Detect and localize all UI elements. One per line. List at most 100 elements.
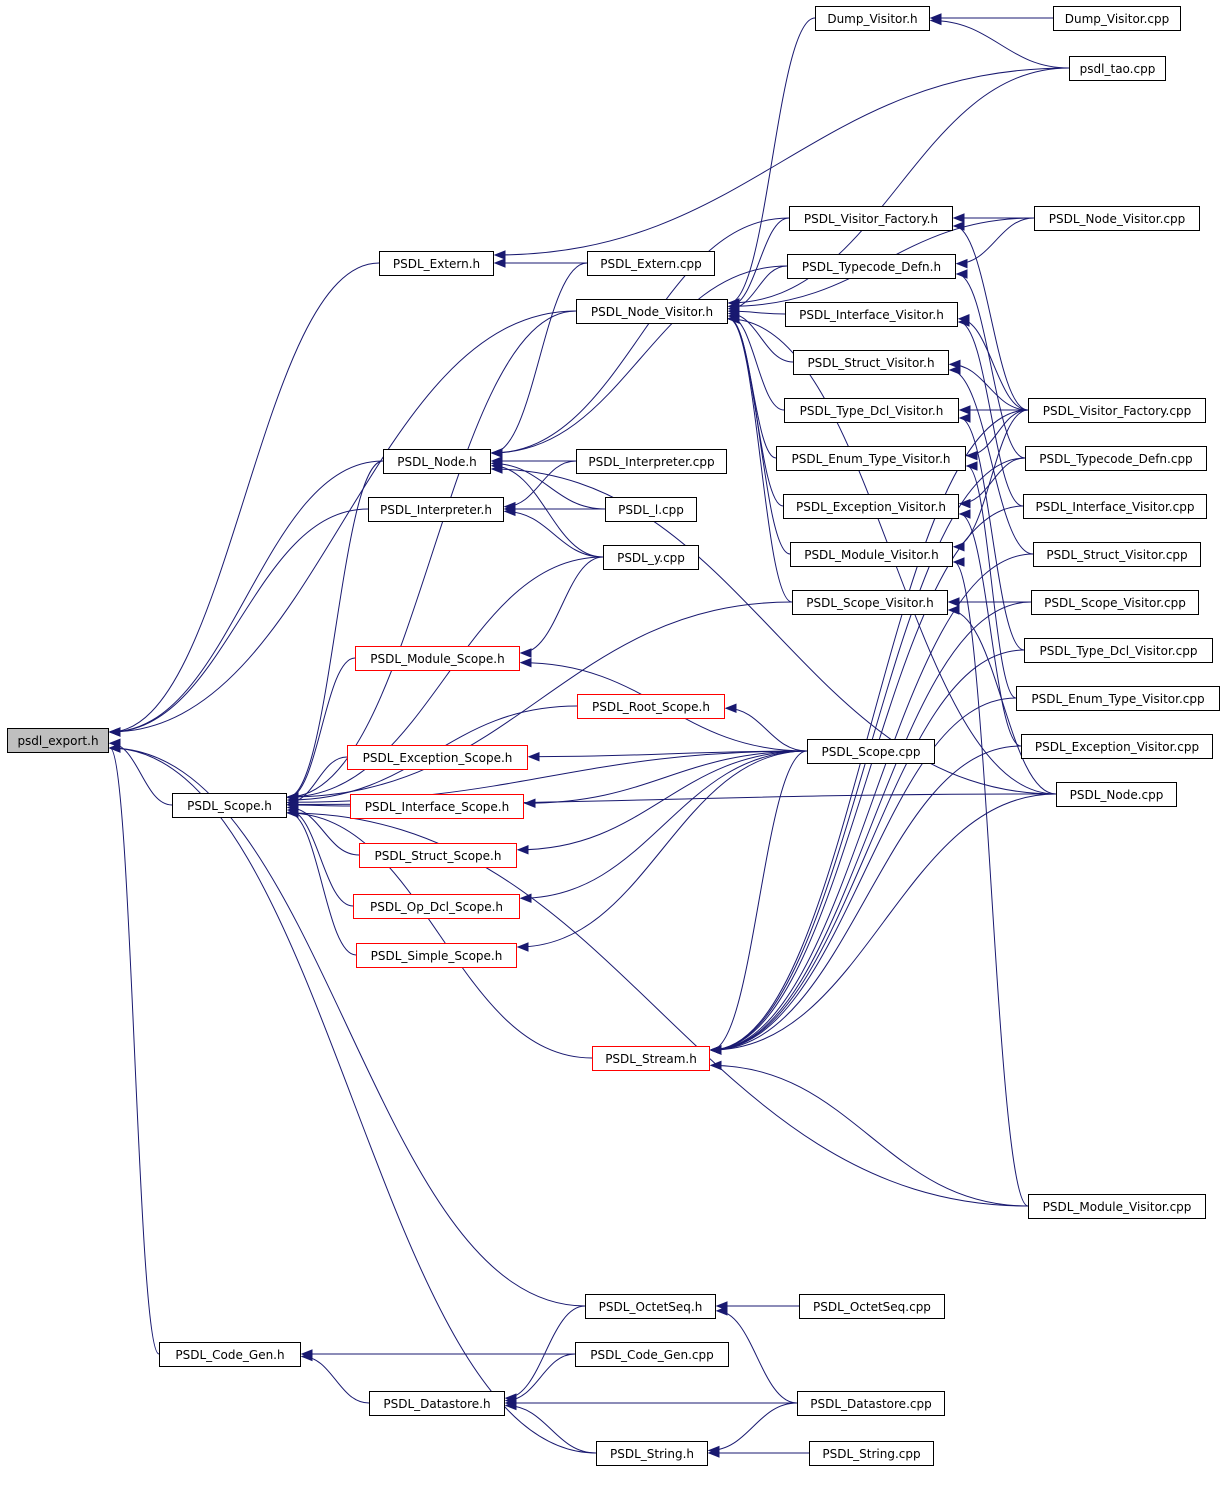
node-psdl-node-visitor-cpp[interactable]: PSDL_Node_Visitor.cpp	[1034, 206, 1200, 231]
node-label: psdl_export.h	[17, 734, 98, 748]
edge-psdl-exception-visitor-cpp-to-psdl-stream-h	[710, 745, 1022, 1051]
node-label: PSDL_OctetSeq.h	[599, 1300, 703, 1314]
node-box	[1028, 1194, 1206, 1219]
node-label: Dump_Visitor.h	[827, 12, 917, 26]
node-box	[353, 894, 520, 919]
node-label: PSDL_Typecode_Defn.h	[802, 260, 941, 274]
node-psdl-exception-visitor-cpp[interactable]: PSDL_Exception_Visitor.cpp	[1021, 734, 1213, 759]
node-dump-visitor-cpp[interactable]: Dump_Visitor.cpp	[1053, 6, 1181, 31]
node-box	[359, 843, 517, 868]
node-psdl-node-h[interactable]: PSDL_Node.h	[383, 449, 491, 474]
node-box	[1056, 782, 1177, 807]
node-psdl-node-visitor-h[interactable]: PSDL_Node_Visitor.h	[576, 299, 728, 324]
edge-psdl-type-dcl-visitor-cpp-to-psdl-stream-h	[710, 649, 1025, 1051]
node-box	[1016, 686, 1220, 711]
node-psdl-module-visitor-h[interactable]: PSDL_Module_Visitor.h	[790, 542, 953, 567]
node-label: PSDL_Struct_Visitor.cpp	[1046, 548, 1187, 562]
node-label: psdl_tao.cpp	[1080, 62, 1156, 76]
node-label: PSDL_OctetSeq.cpp	[813, 1300, 931, 1314]
arrowhead	[519, 893, 532, 903]
node-psdl-type-dcl-visitor-cpp[interactable]: PSDL_Type_Dcl_Visitor.cpp	[1024, 638, 1213, 663]
node-psdl-module-visitor-cpp[interactable]: PSDL_Module_Visitor.cpp	[1028, 1194, 1206, 1219]
node-label: PSDL_Datastore.cpp	[810, 1397, 931, 1411]
node-box	[596, 1441, 708, 1466]
node-label: PSDL_Interpreter.h	[380, 503, 492, 517]
node-psdl-exception-scope-h[interactable]: PSDL_Exception_Scope.h	[347, 745, 528, 770]
node-psdl-simple-scope-h[interactable]: PSDL_Simple_Scope.h	[356, 943, 517, 968]
node-box	[783, 494, 959, 519]
node-label: PSDL_Enum_Type_Visitor.h	[792, 452, 951, 466]
arrowhead	[965, 450, 978, 461]
edge-psdl-exception-visitor-cpp-to-psdl-exception-visitor-h	[959, 513, 1022, 747]
node-label: PSDL_Stream.h	[605, 1052, 697, 1066]
edge-psdl-datastore-cpp-to-psdl-string-h	[708, 1402, 798, 1451]
node-psdl-exception-visitor-h[interactable]: PSDL_Exception_Visitor.h	[783, 494, 959, 519]
node-psdl-typecode-defn-cpp[interactable]: PSDL_Typecode_Defn.cpp	[1025, 446, 1207, 471]
edge-psdl-y-cpp-to-psdl-interpreter-h	[504, 510, 604, 558]
arrowhead	[947, 605, 960, 615]
node-psdl-datastore-cpp[interactable]: PSDL_Datastore.cpp	[797, 1391, 945, 1416]
edge-psdl-type-dcl-visitor-cpp-to-psdl-type-dcl-visitor-h	[959, 417, 1025, 651]
node-psdl-scope-cpp[interactable]: PSDL_Scope.cpp	[807, 739, 935, 764]
node-psdl-interface-visitor-h[interactable]: PSDL_Interface_Visitor.h	[785, 302, 958, 327]
node-psdl-enum-type-visitor-cpp[interactable]: PSDL_Enum_Type_Visitor.cpp	[1016, 686, 1220, 711]
edge-psdl-module-visitor-cpp-to-psdl-scope-h	[287, 812, 1029, 1207]
node-psdl-string-h[interactable]: PSDL_String.h	[596, 1441, 708, 1466]
node-label: PSDL_Visitor_Factory.h	[804, 212, 938, 226]
node-psdl-interface-scope-h[interactable]: PSDL_Interface_Scope.h	[350, 794, 524, 819]
node-box	[1021, 734, 1213, 759]
arrowhead	[108, 727, 121, 737]
node-label: PSDL_Module_Scope.h	[370, 652, 504, 666]
edge-psdl-tao-cpp-to-psdl-extern-h	[494, 67, 1070, 256]
node-box	[379, 251, 494, 276]
node-psdl-enum-type-visitor-h[interactable]: PSDL_Enum_Type_Visitor.h	[776, 446, 966, 471]
arrowhead	[929, 15, 942, 26]
node-psdl-interface-visitor-cpp[interactable]: PSDL_Interface_Visitor.cpp	[1023, 494, 1207, 519]
node-psdl-tao-cpp[interactable]: psdl_tao.cpp	[1069, 56, 1166, 81]
edge-psdl-node-cpp-to-psdl-scope-visitor-h	[948, 609, 1057, 795]
node-dump-visitor-h[interactable]: Dump_Visitor.h	[815, 6, 930, 31]
edge-psdl-visitor-factory-cpp-to-psdl-stream-h	[710, 409, 1029, 1051]
edge-psdl-enum-type-visitor-cpp-to-psdl-stream-h	[710, 697, 1017, 1051]
node-psdl-octetseq-h[interactable]: PSDL_OctetSeq.h	[585, 1294, 716, 1319]
node-psdl-node-cpp[interactable]: PSDL_Node.cpp	[1056, 782, 1177, 807]
node-box	[809, 1441, 934, 1466]
node-psdl-extern-cpp[interactable]: PSDL_Extern.cpp	[587, 251, 715, 276]
arrowhead	[286, 792, 299, 802]
node-psdl-module-scope-h[interactable]: PSDL_Module_Scope.h	[355, 646, 520, 671]
node-psdl-root-scope-h[interactable]: PSDL_Root_Scope.h	[577, 694, 725, 719]
node-psdl-struct-visitor-cpp[interactable]: PSDL_Struct_Visitor.cpp	[1033, 542, 1201, 567]
node-psdl-interpreter-cpp[interactable]: PSDL_Interpreter.cpp	[576, 449, 727, 474]
node-psdl-y-cpp[interactable]: PSDL_y.cpp	[603, 545, 699, 570]
node-psdl-visitor-factory-cpp[interactable]: PSDL_Visitor_Factory.cpp	[1028, 398, 1206, 423]
node-psdl-type-dcl-visitor-h[interactable]: PSDL_Type_Dcl_Visitor.h	[784, 398, 959, 423]
node-psdl-l-cpp[interactable]: PSDL_l.cpp	[605, 497, 697, 522]
node-psdl-typecode-defn-h[interactable]: PSDL_Typecode_Defn.h	[787, 254, 956, 279]
node-psdl-struct-visitor-h[interactable]: PSDL_Struct_Visitor.h	[793, 350, 949, 375]
node-psdl-octetseq-cpp[interactable]: PSDL_OctetSeq.cpp	[799, 1294, 945, 1319]
node-psdl-op-dcl-scope-h[interactable]: PSDL_Op_Dcl_Scope.h	[353, 894, 520, 919]
edge-psdl-datastore-h-to-psdl-code-gen-h	[301, 1355, 370, 1404]
node-psdl-extern-h[interactable]: PSDL_Extern.h	[379, 251, 494, 276]
node-psdl-export-h[interactable]: psdl_export.h	[7, 728, 109, 753]
node-psdl-code-gen-cpp[interactable]: PSDL_Code_Gen.cpp	[575, 1342, 729, 1367]
arrowhead	[957, 317, 970, 327]
node-psdl-string-cpp[interactable]: PSDL_String.cpp	[809, 1441, 934, 1466]
node-psdl-stream-h[interactable]: PSDL_Stream.h	[592, 1046, 710, 1071]
node-psdl-scope-h[interactable]: PSDL_Scope.h	[172, 793, 287, 818]
node-psdl-struct-scope-h[interactable]: PSDL_Struct_Scope.h	[359, 843, 517, 868]
node-psdl-datastore-h[interactable]: PSDL_Datastore.h	[369, 1391, 505, 1416]
node-psdl-interpreter-h[interactable]: PSDL_Interpreter.h	[368, 497, 504, 522]
arrowhead	[952, 221, 965, 231]
node-psdl-visitor-factory-h[interactable]: PSDL_Visitor_Factory.h	[789, 206, 953, 231]
arrowhead	[948, 365, 961, 375]
node-label: PSDL_Exception_Visitor.h	[796, 500, 946, 514]
node-box	[815, 6, 930, 31]
node-psdl-scope-visitor-cpp[interactable]: PSDL_Scope_Visitor.cpp	[1031, 590, 1199, 615]
node-box	[605, 497, 697, 522]
node-psdl-scope-visitor-h[interactable]: PSDL_Scope_Visitor.h	[792, 590, 948, 615]
node-psdl-code-gen-h[interactable]: PSDL_Code_Gen.h	[159, 1342, 301, 1367]
node-box	[1025, 446, 1207, 471]
edge-psdl-visitor-factory-cpp-to-psdl-visitor-factory-h	[953, 225, 1029, 411]
node-label: PSDL_Exception_Scope.h	[363, 751, 513, 765]
